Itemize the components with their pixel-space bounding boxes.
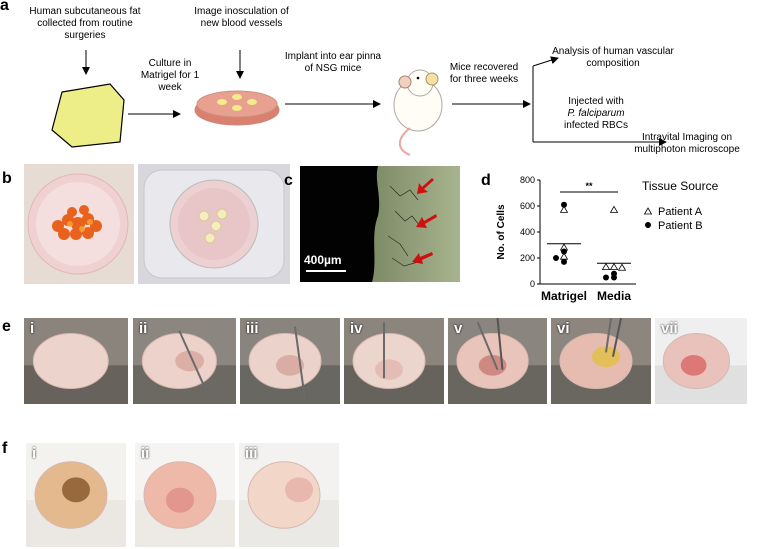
step-fat-collection-text: Human subcutaneous fat collected from ro… (29, 6, 141, 41)
fat-tissue-icon (51, 83, 125, 148)
photo-label: iii (245, 445, 258, 462)
x-category-label: Matrigel (541, 289, 587, 303)
photo-label: vii (661, 320, 678, 337)
panel-label-e: e (2, 318, 11, 335)
point-patient-b (611, 274, 617, 281)
y-axis-label: No. of Cells (496, 204, 507, 259)
scale-bar-label: 400µm (304, 253, 342, 267)
panel-label-a: a (0, 0, 9, 14)
photo-label: vi (557, 320, 570, 337)
panel-label-d: d (481, 172, 491, 189)
step-recovery-text: Mice recovered for three weeks (449, 62, 519, 85)
panel-label-c: c (284, 172, 293, 189)
photo-label: i (30, 320, 35, 337)
red-arrows (412, 178, 437, 264)
step-injection-text: Injected with P. falciparum infected RBC… (548, 96, 644, 132)
surgery-photo-vii: vii (655, 318, 747, 404)
photo-label: i (32, 445, 37, 462)
step-intravital-text: Intravital Imaging on multiphoton micros… (634, 132, 740, 155)
step-analysis-text: Analysis of human vascular composition (552, 46, 674, 69)
legend-marker-patient-a (643, 207, 653, 215)
mouse-icon (393, 69, 443, 156)
vessel-micrograph: 400µm (300, 166, 460, 282)
photo-label: v (454, 320, 463, 337)
step-injection-line1: Injected with (568, 96, 624, 107)
point-patient-b (603, 274, 609, 281)
workflow-diagram (51, 50, 667, 156)
x-category-label: Media (597, 289, 631, 303)
y-tick-label: 800 (520, 175, 535, 185)
significance-label: ** (585, 181, 593, 191)
photo-label: iv (350, 320, 363, 337)
point-patient-a (601, 262, 611, 270)
photo-label: ii (139, 320, 148, 337)
point-patient-a (617, 263, 627, 271)
point-patient-b (561, 258, 567, 265)
step-inosculation-text: Image inosculation of new blood vessels (194, 6, 289, 29)
y-tick-label: 600 (520, 201, 535, 211)
photo-label: ii (141, 445, 150, 462)
matrigel-well-photo (138, 164, 290, 284)
y-tick-label: 0 (530, 279, 535, 289)
surgery-photo-iii: iii (240, 318, 340, 404)
petri-dish-icon (194, 90, 280, 126)
surgery-photo-ii: ii (135, 443, 235, 547)
panel-label-f: f (2, 440, 8, 457)
legend-entry: Patient B (658, 220, 703, 232)
point-patient-b (561, 248, 567, 255)
y-tick-label: 200 (520, 253, 535, 263)
point-patient-b (561, 201, 567, 208)
point-patient-a (609, 262, 619, 270)
surgery-photo-ii: ii (133, 318, 236, 404)
point-patient-a (609, 205, 619, 213)
legend-entry: Patient A (658, 206, 703, 218)
surgery-photo-v: v (448, 318, 547, 404)
surgery-photo-iii: iii (239, 443, 339, 547)
step-implant-text: Implant into ear pinna of NSG mice (284, 51, 382, 74)
point-patient-b (553, 255, 559, 261)
panel-label-b: b (2, 170, 12, 187)
step-injection-line3: infected RBCs (564, 120, 628, 131)
step-injection-species: P. falciparum (567, 108, 625, 119)
surgery-photo-iv: iv (344, 318, 444, 404)
legend-title: Tissue Source (642, 179, 719, 193)
surgery-photo-vi: vi (551, 318, 651, 404)
photo-label: iii (246, 320, 259, 337)
surgery-photo-i: i (26, 443, 126, 547)
step-culture-text: Culture in Matrigel for 1 week (140, 58, 200, 93)
legend-marker-patient-b (645, 222, 651, 228)
fat-tissue-dish-photo (24, 164, 134, 284)
y-tick-label: 400 (520, 227, 535, 237)
point-patient-a (559, 205, 569, 213)
surgery-photo-i: i (24, 318, 128, 404)
